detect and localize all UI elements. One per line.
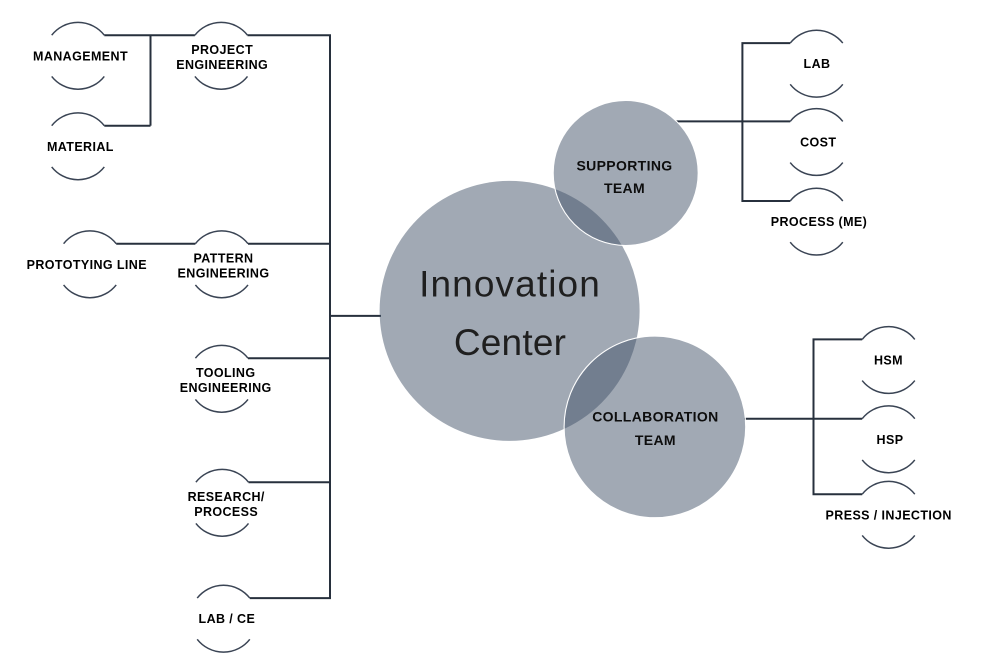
svg-text:PROCESS (ME): PROCESS (ME) [771,215,867,229]
svg-text:RESEARCH/: RESEARCH/ [188,490,265,504]
svg-text:TOOLING: TOOLING [196,366,256,380]
svg-text:TEAM: TEAM [635,432,676,448]
svg-text:MATERIAL: MATERIAL [47,140,114,154]
svg-text:COST: COST [800,136,836,150]
svg-text:PROTOTYING LINE: PROTOTYING LINE [27,258,147,272]
svg-text:HSP: HSP [877,433,904,447]
svg-text:Innovation: Innovation [419,264,601,305]
svg-text:PROJECT: PROJECT [191,43,253,57]
svg-text:ENGINEERING: ENGINEERING [180,381,272,395]
svg-text:PROCESS: PROCESS [194,505,258,519]
svg-text:TEAM: TEAM [604,180,645,196]
svg-text:Center: Center [454,322,566,363]
svg-text:LAB / CE: LAB / CE [199,612,256,626]
svg-text:PRESS / INJECTION: PRESS / INJECTION [826,508,952,522]
svg-text:MANAGEMENT: MANAGEMENT [33,49,128,63]
svg-text:SUPPORTING: SUPPORTING [576,157,672,173]
svg-text:ENGINEERING: ENGINEERING [176,58,268,72]
svg-text:ENGINEERING: ENGINEERING [178,267,270,281]
svg-text:LAB: LAB [804,57,831,71]
svg-text:PATTERN: PATTERN [194,251,254,265]
svg-text:COLLABORATION: COLLABORATION [592,409,718,425]
svg-text:HSM: HSM [874,354,903,368]
